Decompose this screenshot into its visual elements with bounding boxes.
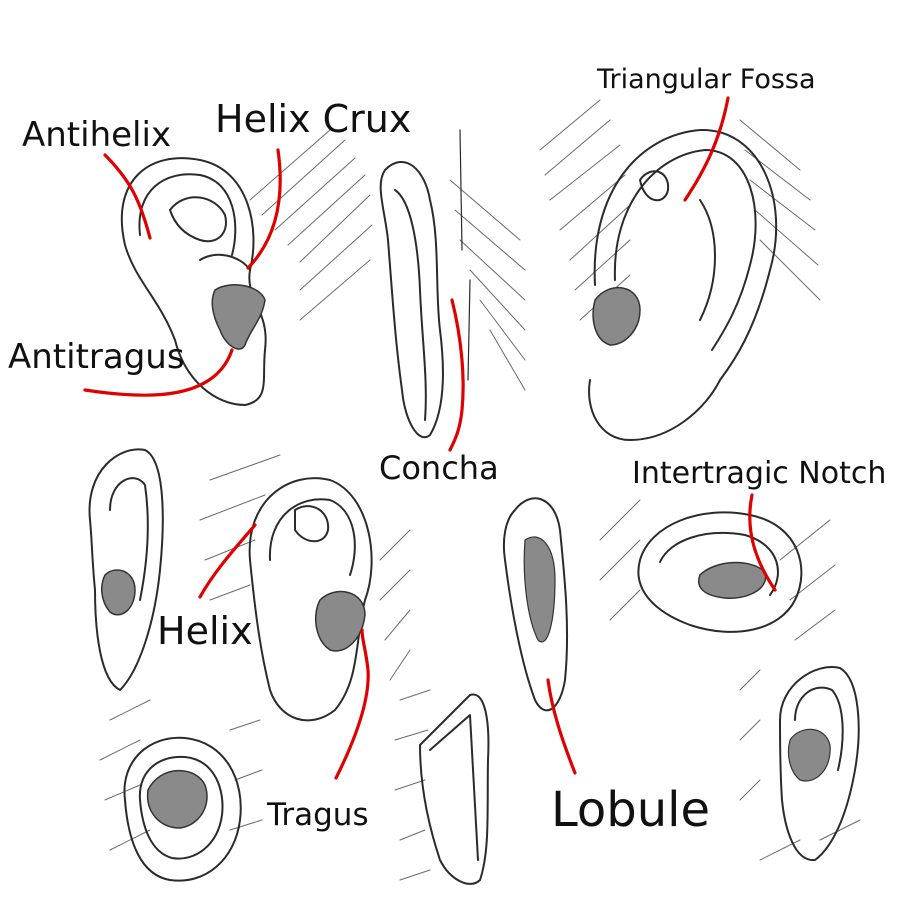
leader-intertragic-notch <box>748 493 777 592</box>
label-lobule: Lobule <box>551 782 711 838</box>
ear-top-left <box>120 157 267 406</box>
ear-mid-center <box>248 477 373 722</box>
leader-helix-crux <box>246 148 282 270</box>
label-helix: Helix <box>157 609 253 653</box>
leader-helix <box>198 523 257 599</box>
ear-top-center <box>379 129 471 439</box>
leader-tragus <box>334 628 370 780</box>
label-tragus: Tragus <box>267 797 369 833</box>
ear-bottom-right <box>779 666 860 862</box>
leader-concha <box>448 298 465 452</box>
leader-antihelix <box>103 153 152 240</box>
label-triangular-fossa: Triangular Fossa <box>597 64 816 95</box>
ear-intertragic <box>637 511 803 633</box>
hatching <box>99 99 861 881</box>
label-antitragus: Antitragus <box>8 337 185 377</box>
label-intertragic-notch: Intertragic Notch <box>632 456 887 491</box>
ear-bottom-center <box>419 693 490 885</box>
ear-mid-left <box>88 448 164 691</box>
leader-antitragus <box>83 348 234 397</box>
ear-mid-right <box>502 497 569 712</box>
leader-lines <box>83 96 777 780</box>
leader-triangular-fossa <box>683 96 730 202</box>
ear-top-right <box>588 128 778 441</box>
label-helix-crux: Helix Crux <box>215 97 412 141</box>
ear-bottom-left <box>123 736 242 882</box>
label-concha: Concha <box>379 449 499 487</box>
leader-lobule <box>546 678 577 775</box>
label-antihelix: Antihelix <box>22 115 172 155</box>
